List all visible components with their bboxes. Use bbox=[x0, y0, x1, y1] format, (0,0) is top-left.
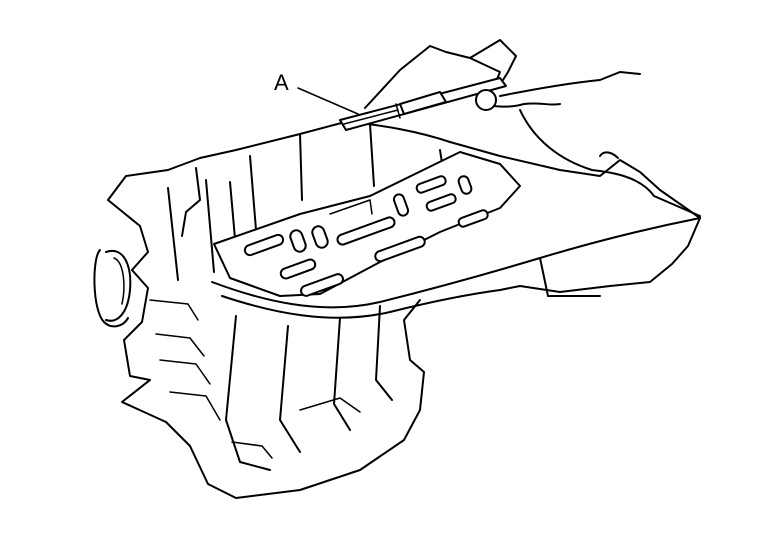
callout-a-label: A bbox=[274, 70, 289, 95]
crank-boss bbox=[93, 249, 132, 328]
measuring-tool bbox=[339, 77, 507, 131]
oil-pan-body bbox=[107, 121, 701, 499]
baffle-plate bbox=[213, 151, 521, 297]
callout-a: A bbox=[274, 70, 359, 115]
